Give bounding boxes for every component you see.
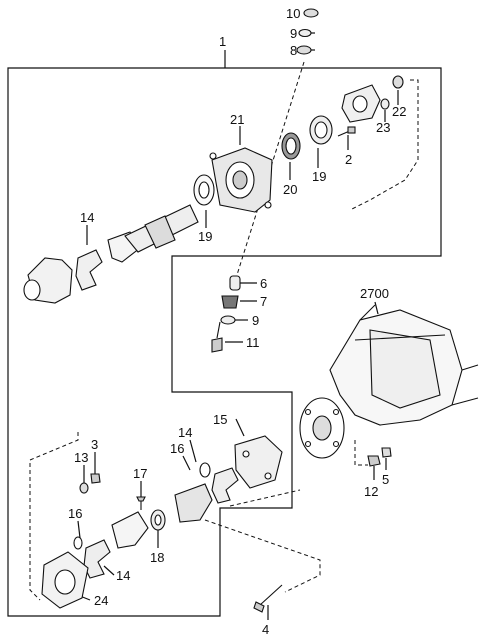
differential-carrier: [299, 304, 479, 467]
upper-shaft-assembly: [23, 75, 404, 304]
label-14-top: 14: [80, 210, 94, 225]
label-1: 1: [219, 34, 226, 49]
yoke-lower: [111, 511, 149, 549]
nut-10: [303, 8, 319, 18]
universal-joint-14-left: [83, 539, 111, 579]
flange-yoke-15: [234, 435, 283, 489]
snap-ring-16: [199, 462, 211, 478]
label-23: 23: [376, 120, 390, 135]
label-12: 12: [364, 484, 378, 499]
slip-yoke: [174, 483, 213, 523]
washer-8: [296, 45, 312, 55]
assembly-boundary: [7, 67, 442, 617]
label-22: 22: [392, 104, 406, 119]
label-15: 15: [213, 412, 227, 427]
label-13: 13: [74, 450, 88, 465]
label-14-mid: 14: [178, 425, 192, 440]
label-21: 21: [230, 112, 244, 127]
label-8: 8: [290, 43, 297, 58]
label-16-mid: 16: [170, 441, 184, 456]
callout-labels: 10 9 8 1 22 23 21 2 20 19 14 19 6 7 9 11…: [68, 6, 406, 637]
label-19-right: 19: [312, 169, 326, 184]
nut-12: [367, 455, 381, 467]
universal-joint-14-lower: [211, 467, 239, 504]
washer-9: [298, 28, 312, 38]
lower-shaft-assembly: [41, 435, 283, 613]
label-17: 17: [133, 466, 147, 481]
universal-joint-14: [75, 249, 103, 291]
label-5: 5: [382, 472, 389, 487]
washer-22: [392, 75, 404, 89]
label-11: 11: [246, 335, 260, 350]
snap-ring-16-left: [73, 536, 83, 550]
label-19-left: 19: [198, 229, 212, 244]
label-6: 6: [260, 276, 267, 291]
washer-13: [79, 482, 89, 494]
spacer-6: [229, 275, 241, 291]
label-4: 4: [262, 622, 269, 637]
label-9-mid: 9: [252, 313, 259, 328]
label-2700: 2700: [360, 286, 389, 301]
bolt-stack-middle: [211, 275, 241, 353]
nut-3: [90, 473, 101, 484]
bolt-11: [211, 337, 223, 353]
label-14-left: 14: [116, 568, 130, 583]
label-10: 10: [286, 6, 300, 21]
label-16-left: 16: [68, 506, 82, 521]
label-3: 3: [91, 437, 98, 452]
washer-9-mid: [220, 315, 236, 325]
label-20: 20: [283, 182, 297, 197]
label-9-top: 9: [290, 26, 297, 41]
washer-stack-top: [296, 8, 319, 55]
leader-lines: [69, 12, 399, 620]
label-2-top: 2: [345, 152, 352, 167]
label-18: 18: [150, 550, 164, 565]
label-7: 7: [260, 294, 267, 309]
cushion-7: [221, 295, 239, 309]
bolt-4: [259, 584, 283, 606]
label-24: 24: [94, 593, 108, 608]
washer-5: [381, 447, 392, 458]
